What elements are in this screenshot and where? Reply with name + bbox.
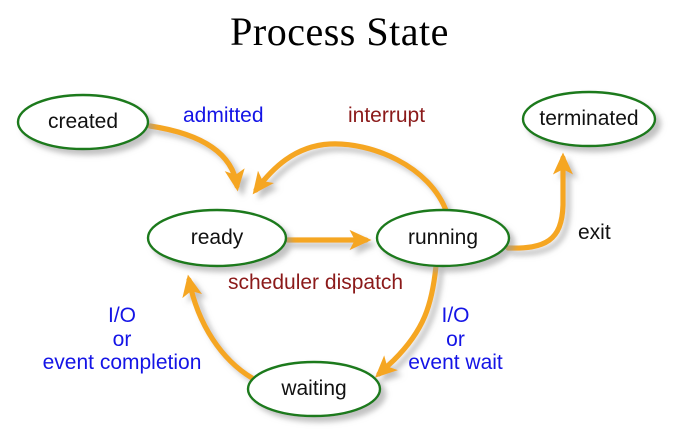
- edge-io-event-completion: [182, 274, 255, 381]
- edge-label-io-event-completion: I/O or event completion: [22, 304, 222, 375]
- edge-label-io-event-wait: I/O or event wait: [398, 304, 513, 375]
- edge-label-io-event-completion-line-2: or: [112, 327, 132, 351]
- edge-label-io-event-wait-line-2: or: [446, 327, 465, 351]
- edge-label-interrupt: interrupt: [348, 104, 426, 127]
- edge-admitted: [147, 123, 245, 192]
- node-ready[interactable]: [146, 208, 288, 268]
- edges-layer: [147, 123, 574, 381]
- edge-interrupt: [252, 141, 450, 216]
- node-running[interactable]: [375, 208, 511, 268]
- edge-label-io-event-wait-line-1: I/O: [441, 304, 470, 327]
- edge-label-admitted: admitted: [183, 104, 264, 127]
- node-terminated[interactable]: [521, 90, 657, 148]
- edge-label-exit: exit: [578, 221, 611, 244]
- nodes-layer: [16, 90, 657, 418]
- edge-label-io-event-wait-line-3: event wait: [408, 351, 503, 375]
- node-waiting[interactable]: [246, 360, 382, 418]
- edge-label-io-event-completion-line-3: event completion: [42, 351, 202, 375]
- edge-io-event-wait: [374, 263, 439, 378]
- page-title: Process State: [230, 9, 449, 54]
- edge-label-scheduler-dispatch: scheduler dispatch: [228, 271, 404, 294]
- edge-exit: [505, 152, 574, 251]
- edge-label-io-event-completion-line-1: I/O: [107, 304, 136, 327]
- node-created[interactable]: [16, 93, 150, 151]
